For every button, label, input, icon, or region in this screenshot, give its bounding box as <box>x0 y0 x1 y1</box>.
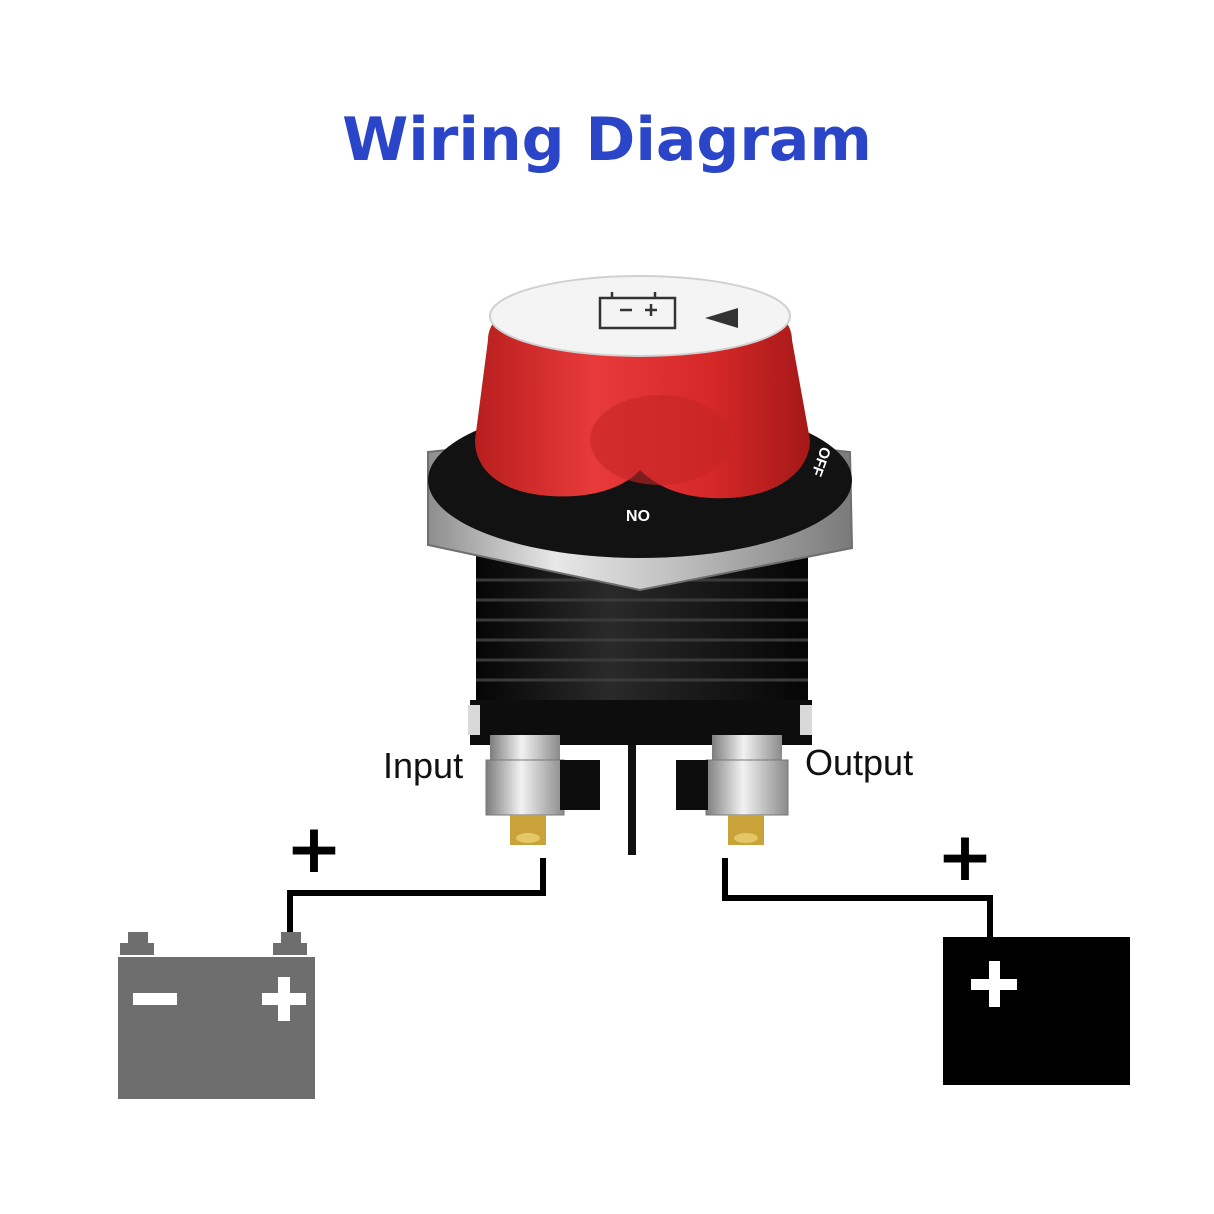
right-battery-minus-icon <box>864 986 898 998</box>
output-terminal <box>676 735 789 845</box>
input-wire <box>287 858 546 940</box>
battery-symbol-icon <box>598 292 677 330</box>
on-label: ON <box>626 506 650 523</box>
battery-switch: ON OFF <box>427 275 854 855</box>
right-battery <box>864 937 1130 1085</box>
output-label: Output <box>805 742 914 783</box>
output-wire <box>722 858 993 940</box>
switch-center-pin <box>628 745 636 855</box>
page-title: Wiring Diagram <box>342 105 872 175</box>
switch-knob-top <box>489 275 791 357</box>
right-battery-body <box>943 937 1130 1085</box>
right-wire-plus-sign: + <box>937 818 994 897</box>
left-wire-plus-sign: + <box>286 810 343 889</box>
arrow-right-icon <box>705 308 738 328</box>
left-battery-minus-icon <box>133 993 177 1005</box>
switch-base-lip-right <box>800 705 812 735</box>
left-battery <box>118 932 315 1099</box>
switch-base <box>470 700 812 745</box>
input-terminal <box>485 735 600 845</box>
switch-base-lip <box>468 705 480 735</box>
switch-knob-dimple <box>590 395 730 485</box>
input-label: Input <box>383 745 464 786</box>
